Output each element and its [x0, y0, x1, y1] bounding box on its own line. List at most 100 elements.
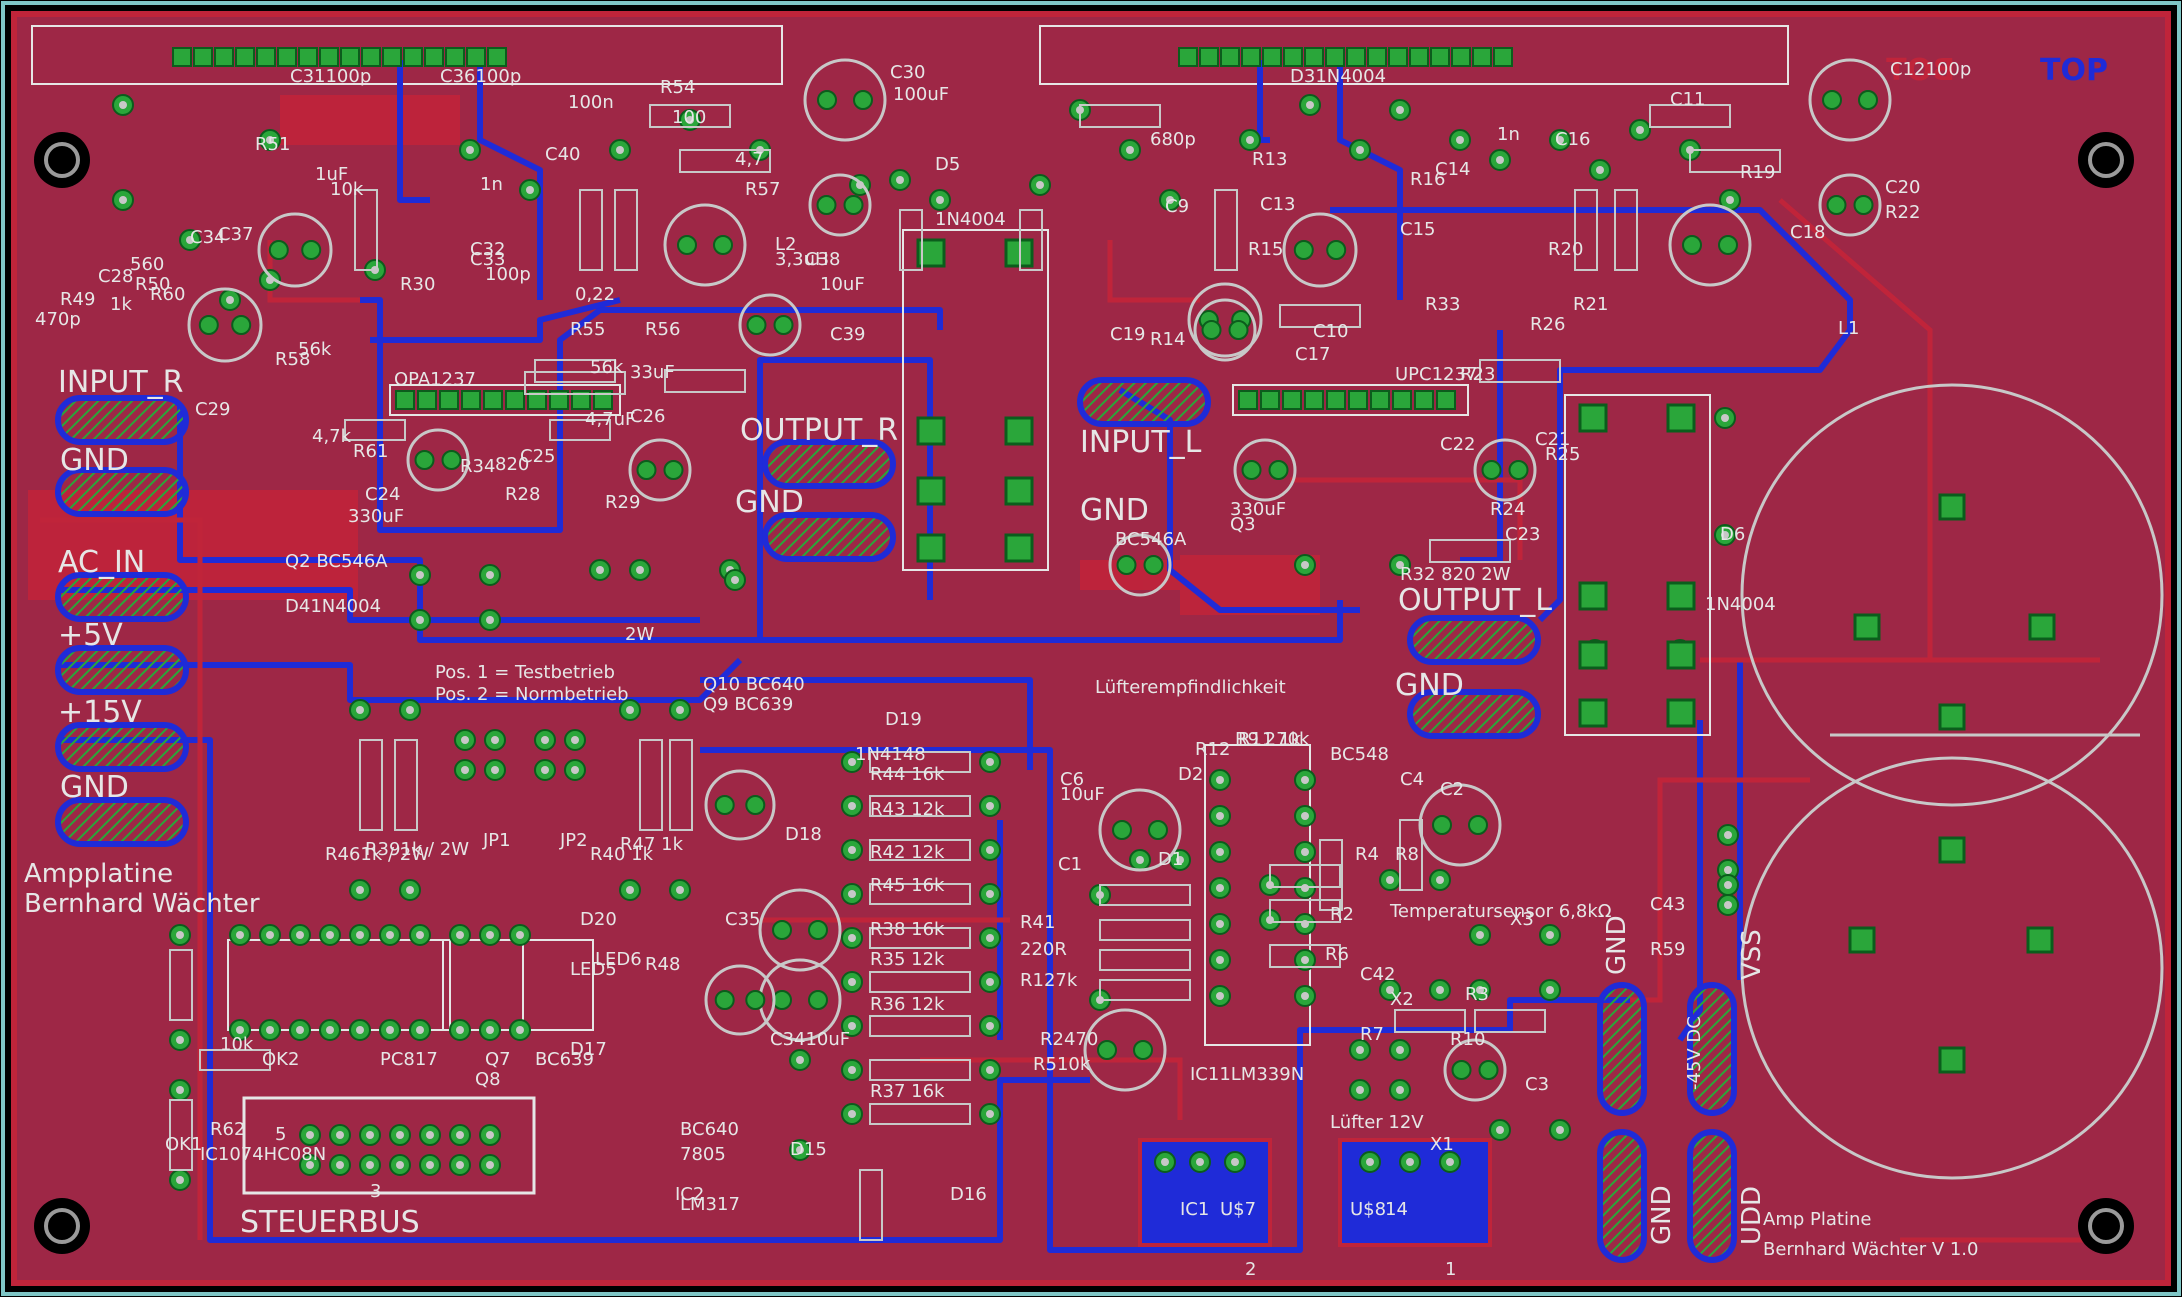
component-label: 4,7k	[312, 426, 352, 447]
conn-minus45v-label: -45V DC	[1684, 1016, 1705, 1090]
electrolytic-capacitor	[1083, 1008, 1167, 1092]
pad	[1283, 47, 1303, 67]
component-label: BC548	[1330, 744, 1389, 765]
pad	[419, 1154, 441, 1176]
component-label: C32	[470, 239, 505, 260]
component-label: 7805	[680, 1144, 726, 1165]
resistor-body	[1099, 919, 1191, 941]
component-label: 680p	[1150, 129, 1196, 150]
component-label: R461k / 2W	[325, 844, 429, 865]
pad	[1349, 1079, 1371, 1101]
pad	[1209, 769, 1231, 791]
pad	[454, 759, 476, 781]
pad	[1029, 174, 1051, 196]
pad	[1370, 390, 1390, 410]
pad	[1260, 390, 1280, 410]
pad	[179, 229, 201, 251]
component-label: C31100p	[290, 66, 371, 87]
pad	[1430, 47, 1450, 67]
resistor-body	[869, 927, 971, 949]
component-label: R7	[1360, 1024, 1384, 1045]
pad	[841, 1059, 863, 1081]
component-label: 100n	[568, 92, 614, 113]
pad	[841, 839, 863, 861]
upc1237-outline	[1232, 384, 1469, 416]
pad	[1119, 139, 1141, 161]
component-label: C35	[725, 909, 760, 930]
component-label: C12100p	[1890, 59, 1971, 80]
resistor-body	[664, 369, 746, 393]
capacitors	[187, 58, 1892, 1102]
component-label: 4,7	[735, 149, 764, 170]
pad	[319, 1019, 341, 1041]
mounting-hole-tl	[34, 132, 90, 188]
pad	[487, 47, 507, 67]
pad	[389, 1124, 411, 1146]
pad	[1436, 390, 1456, 410]
pad	[527, 390, 547, 410]
pad	[1326, 390, 1346, 410]
pad	[1489, 149, 1511, 171]
resistor-body	[524, 371, 626, 395]
pad	[1209, 985, 1231, 1007]
pad	[1220, 47, 1240, 67]
pad	[169, 1029, 191, 1051]
pad	[1439, 1151, 1461, 1173]
component-label: C39	[830, 324, 865, 345]
component-label: 100uF	[893, 84, 949, 105]
component-label: R9 270k	[1235, 729, 1310, 750]
pad	[379, 1019, 401, 1041]
component-label: R391k / 2W	[365, 839, 469, 860]
pad	[1209, 805, 1231, 827]
resistor-body	[869, 1103, 971, 1125]
conn-ac-in-label: AC_IN	[58, 545, 145, 580]
resistor-body	[859, 1169, 883, 1241]
pad	[359, 1124, 381, 1146]
pad	[1469, 924, 1491, 946]
conn-gnd-out-l-label: GND	[1395, 668, 1464, 703]
pad	[724, 569, 746, 591]
pad	[609, 139, 631, 161]
component-label: D2	[1178, 764, 1203, 785]
pad	[319, 924, 341, 946]
resistor-body	[354, 189, 378, 271]
component-label: R62	[210, 1119, 245, 1140]
resistors	[169, 104, 1781, 1241]
component-label: X3	[1510, 909, 1534, 930]
pad	[1414, 390, 1434, 410]
component-label: C10	[1313, 321, 1348, 342]
pad	[1489, 1119, 1511, 1141]
side-line1: Ampplatine	[24, 859, 173, 889]
pad	[419, 1124, 441, 1146]
pad	[259, 924, 281, 946]
mounting-holes	[34, 132, 2134, 1254]
conn-vss-label: VSS	[1737, 929, 1767, 980]
component-label: 10uF	[1060, 784, 1105, 805]
pad	[841, 927, 863, 949]
layer-tag-bot: BOT	[1886, 53, 1955, 88]
conn-udd-label: UDD	[1737, 1186, 1767, 1245]
component-label: C9	[1165, 196, 1189, 217]
component-label: D20	[580, 909, 617, 930]
pad	[1294, 841, 1316, 863]
note-fan: Lüfterempfindlichkeit	[1095, 677, 1286, 698]
component-label: 10k	[220, 1034, 254, 1055]
resistor-body	[869, 839, 971, 861]
pad	[1714, 524, 1736, 546]
pad	[509, 924, 531, 946]
electrolytic-capacitor	[704, 964, 776, 1036]
component-label: 2W	[625, 624, 654, 645]
pad	[789, 1049, 811, 1071]
top-connector-right-outline	[1039, 25, 1789, 85]
component-label: R16	[1410, 169, 1445, 190]
component-label: 1N4148	[855, 744, 926, 765]
electrolytic-capacitor	[1193, 298, 1257, 362]
component-label: D17	[570, 1039, 607, 1060]
pad	[1429, 979, 1451, 1001]
component-label: 470p	[35, 309, 81, 330]
conn-gnd-b-label: GND	[1647, 1185, 1677, 1245]
pad	[235, 47, 255, 67]
pad	[519, 179, 541, 201]
pad	[1359, 1151, 1381, 1173]
electrolytic-capacitor	[1443, 1038, 1507, 1102]
